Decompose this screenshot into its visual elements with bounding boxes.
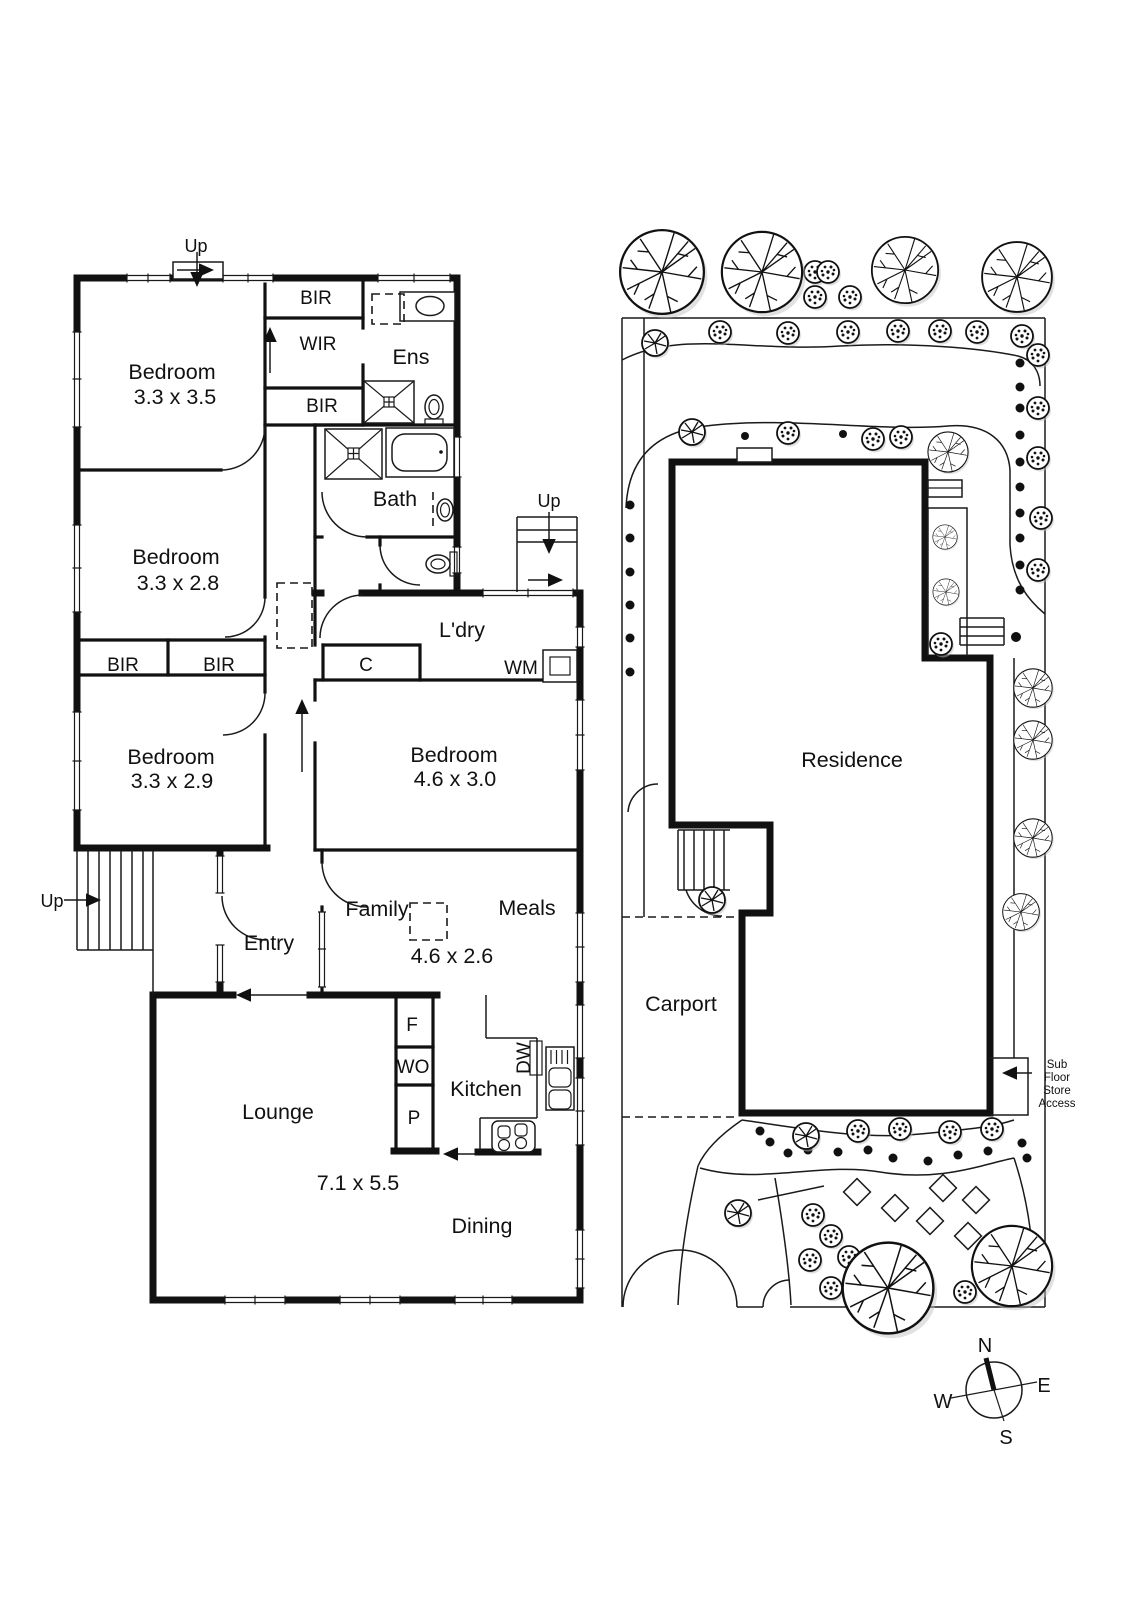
label-bedroom3-dims: 3.3 x 2.9 bbox=[131, 769, 213, 793]
label-closet: C bbox=[359, 655, 373, 676]
shrub-dots bbox=[625, 358, 1032, 1166]
stairs-top bbox=[172, 252, 224, 287]
label-subfloor-3: Store bbox=[1043, 1085, 1071, 1097]
flow-arrows bbox=[236, 327, 476, 1161]
label-up-side: Up bbox=[537, 491, 560, 511]
label-wir: WIR bbox=[300, 334, 337, 355]
kitchen-fixtures bbox=[479, 995, 575, 1153]
label-subfloor-4: Access bbox=[1038, 1098, 1075, 1110]
label-dining: Dining bbox=[452, 1214, 513, 1238]
floorplan-left: Bedroom 3.3 x 3.5 Bedroom 3.3 x 2.8 Bedr… bbox=[40, 236, 585, 1305]
stairs-side bbox=[516, 512, 578, 592]
compass-rose: N E W S bbox=[934, 1335, 1051, 1449]
label-bir-c: BIR bbox=[107, 655, 139, 676]
label-family-dims: 4.6 x 2.6 bbox=[411, 944, 494, 968]
label-family: Family bbox=[345, 897, 409, 921]
compass-label-e: E bbox=[1037, 1375, 1050, 1397]
label-bath: Bath bbox=[373, 487, 417, 511]
stepping-stones bbox=[842, 1173, 991, 1251]
label-meals: Meals bbox=[498, 896, 555, 920]
label-bedroom4-dims: 4.6 x 3.0 bbox=[414, 767, 497, 791]
label-bedroom3-name: Bedroom bbox=[127, 745, 214, 769]
garden-bed-curves bbox=[621, 343, 1046, 615]
site-boundary bbox=[621, 317, 1046, 1308]
label-bir-b: BIR bbox=[306, 396, 338, 417]
label-subfloor-2: Floor bbox=[1044, 1072, 1070, 1084]
hall-dashed-box bbox=[276, 582, 313, 649]
siteplan-right: Residence Carport Sub Floor Store Access bbox=[618, 228, 1076, 1340]
carport-dashed bbox=[622, 916, 737, 1118]
label-kitchen: Kitchen bbox=[450, 1077, 522, 1101]
label-up-porch: Up bbox=[40, 891, 63, 911]
label-bedroom1-name: Bedroom bbox=[128, 360, 215, 384]
compass-axis-we bbox=[950, 1381, 1038, 1399]
family-dashed-box bbox=[409, 902, 448, 941]
label-subfloor-1: Sub bbox=[1047, 1059, 1067, 1071]
residence-outline bbox=[668, 458, 994, 1117]
label-lounge-dims: 7.1 x 5.5 bbox=[317, 1171, 400, 1195]
label-bedroom2-dims: 3.3 x 2.8 bbox=[137, 571, 220, 595]
label-dishwasher: DW bbox=[514, 1042, 535, 1074]
label-bir-d: BIR bbox=[203, 655, 235, 676]
label-ensuite: Ens bbox=[392, 345, 429, 369]
label-laundry: L'dry bbox=[439, 618, 485, 642]
compass-circle bbox=[965, 1361, 1023, 1419]
label-fridge: F bbox=[406, 1015, 418, 1036]
label-bedroom1-dims: 3.3 x 3.5 bbox=[134, 385, 217, 409]
compass-label-w: W bbox=[934, 1391, 953, 1413]
notch-bed bbox=[927, 479, 1005, 656]
label-residence: Residence bbox=[801, 748, 903, 772]
subfloor-access bbox=[990, 1057, 1032, 1116]
label-bir-a: BIR bbox=[300, 288, 332, 309]
windows bbox=[72, 273, 585, 1305]
residence-entry-steps bbox=[677, 829, 730, 917]
label-up-top: Up bbox=[184, 236, 207, 256]
interior-walls bbox=[75, 276, 582, 1152]
door-arcs bbox=[220, 425, 421, 941]
label-carport: Carport bbox=[645, 992, 717, 1016]
compass-label-s: S bbox=[999, 1427, 1012, 1449]
label-lounge: Lounge bbox=[242, 1100, 314, 1124]
laundry-fixtures bbox=[542, 649, 578, 683]
compass-label-n: N bbox=[978, 1335, 992, 1357]
stairs-porch bbox=[64, 850, 154, 995]
compass-needle-south bbox=[993, 1389, 1005, 1422]
label-wm: WM bbox=[504, 658, 538, 679]
label-wall-oven: WO bbox=[397, 1057, 430, 1078]
label-bedroom4-name: Bedroom bbox=[410, 743, 497, 767]
ensuite-fixtures bbox=[363, 291, 456, 426]
label-entry: Entry bbox=[244, 931, 294, 955]
label-bedroom2-name: Bedroom bbox=[132, 545, 219, 569]
compass-needle-north bbox=[983, 1357, 997, 1391]
label-pantry: P bbox=[408, 1108, 421, 1129]
bath-fixtures bbox=[324, 427, 458, 577]
residence-chimney bbox=[736, 447, 773, 463]
gates bbox=[622, 783, 791, 1308]
